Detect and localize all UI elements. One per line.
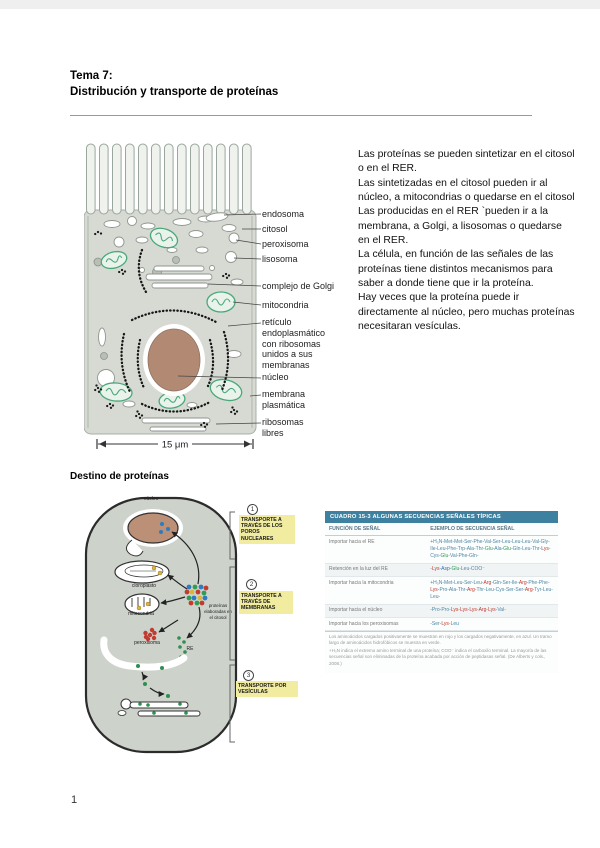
- destino-cell-outline: [84, 496, 238, 754]
- destino-label-proteinas: proteínas elaboradas en el citosol: [204, 603, 232, 620]
- intro-paragraph: La célula, en función de las señales de …: [358, 249, 554, 290]
- footnote-line: +H₃N indica el extremo amino terminal de…: [329, 648, 547, 666]
- protein-cluster: [184, 584, 209, 606]
- label-golgi: complejo de Golgi: [262, 281, 335, 291]
- title-line-1: Tema 7:: [70, 70, 113, 82]
- title-line-2: Distribución y transporte de proteínas: [70, 86, 279, 98]
- page-number: 1: [71, 794, 78, 806]
- label-endosoma: endosoma: [262, 209, 305, 219]
- bracket-step-2: [229, 566, 235, 661]
- intro-text-block: Las proteínas se pueden sintetizar en el…: [358, 148, 576, 334]
- signal-table: CUADRO 15-3 ALGUNAS SECUENCIAS SEÑALES T…: [325, 511, 558, 673]
- page-title: Tema 7: Distribución y transporte de pro…: [70, 68, 278, 100]
- label-ribosomas: ribosomas libres: [262, 417, 304, 438]
- free-ribosomes: [94, 230, 239, 428]
- golgi: [139, 265, 215, 289]
- step-1-number: 1: [247, 504, 258, 515]
- table-row: Importar hacia el núcleo-Pro-Pro-Lys-Lys…: [325, 604, 558, 619]
- column-header-funcion: FUNCIÓN DE SEÑAL: [325, 523, 427, 536]
- destino-diagram-illustration: [84, 496, 238, 754]
- er-channel: [100, 636, 188, 671]
- section-heading-destino: Destino de proteínas: [70, 471, 169, 482]
- destino-label-cloroplasto: cloroplasto: [131, 583, 157, 589]
- step-3-label: TRANSPORTE POR VESÍCULAS: [236, 681, 298, 698]
- nuclear-proteins: [159, 522, 170, 534]
- scale-bar-label: 15 μm: [162, 440, 189, 451]
- step-3-number: 3: [243, 670, 254, 681]
- label-mitocondria: mitocondria: [262, 300, 309, 310]
- rough-er: [120, 248, 230, 413]
- bottom-tubules: [117, 698, 201, 717]
- destino-cloroplasto: [114, 560, 170, 584]
- scale-bar: 15 μm: [96, 439, 254, 451]
- transport-arrows: [141, 531, 201, 697]
- label-peroxisoma: peroxisoma: [262, 239, 309, 249]
- mitochondria-group: [99, 227, 243, 409]
- leader-lines: [177, 213, 262, 425]
- intro-paragraph: Las sintetizadas en el citosol pueden ir…: [358, 177, 575, 204]
- table-row: Importar hacia la mitocondria+H₃N-Met-Le…: [325, 576, 558, 605]
- destino-mitocondria: [124, 593, 160, 615]
- destino-label-peroxisoma: peroxisoma: [134, 640, 160, 646]
- label-membrana: membrana plasmática: [262, 389, 306, 410]
- destino-peroxisoma: [143, 627, 157, 642]
- label-lisosoma: lisosoma: [262, 254, 298, 264]
- label-reticulo: retículo endoplasmático con ribosomas un…: [262, 317, 326, 371]
- table-row: Importar hacia los peroxisomas-Ser-Lys-L…: [325, 617, 558, 632]
- intro-paragraph: Las proteínas se pueden sintetizar en el…: [358, 149, 575, 175]
- destino-label-nucleo: núcleo: [143, 496, 159, 502]
- page-top-band: [0, 0, 600, 9]
- destino-label-re: RE: [186, 646, 194, 652]
- footnote-line: Los aminoácidos cargados positivamente s…: [329, 634, 552, 646]
- column-header-ejemplo: EJEMPLO DE SECUENCIA SEÑAL: [426, 523, 558, 536]
- label-nucleo: núcleo: [262, 372, 289, 382]
- destino-label-mitocondria: mitocondria: [128, 611, 154, 617]
- title-divider: [70, 115, 532, 116]
- signal-table-body: Importar hacia el RE+H₃N-Met-Met-Ser-Phe…: [325, 535, 558, 632]
- table-footnote: Los aminoácidos cargados positivamente s…: [325, 631, 558, 672]
- vesicle-proteins: [136, 664, 170, 698]
- table-row: Retención en la luz del RE-Lys-Asp-Glu-L…: [325, 563, 558, 578]
- table-row: Importar hacia el RE+H₃N-Met-Met-Ser-Phe…: [325, 535, 558, 564]
- bottom-membranes: [141, 417, 211, 432]
- label-citosol: citosol: [262, 224, 288, 234]
- step-2-label: TRANSPORTE A TRAVÉS DE MEMBRANAS: [239, 591, 293, 614]
- step-1-label: TRANSPORTE A TRAVÉS DE LOS POROS NUCLEAR…: [239, 515, 295, 544]
- signal-table-title: CUADRO 15-3 ALGUNAS SECUENCIAS SEÑALES T…: [325, 511, 558, 523]
- intro-paragraph: Las producidas en el RER `pueden ir a la…: [358, 206, 562, 247]
- nucleus: [147, 328, 201, 392]
- microvilli: [86, 143, 252, 215]
- bracket-step-1: [229, 511, 235, 560]
- vesicles: [97, 212, 244, 408]
- intro-paragraph: Hay veces que la proteína puede ir direc…: [358, 292, 575, 333]
- bracket-step-3: [229, 664, 235, 743]
- step-2-number: 2: [246, 579, 257, 590]
- destino-nucleus: [127, 512, 179, 544]
- cell-diagram-illustration: [84, 143, 262, 435]
